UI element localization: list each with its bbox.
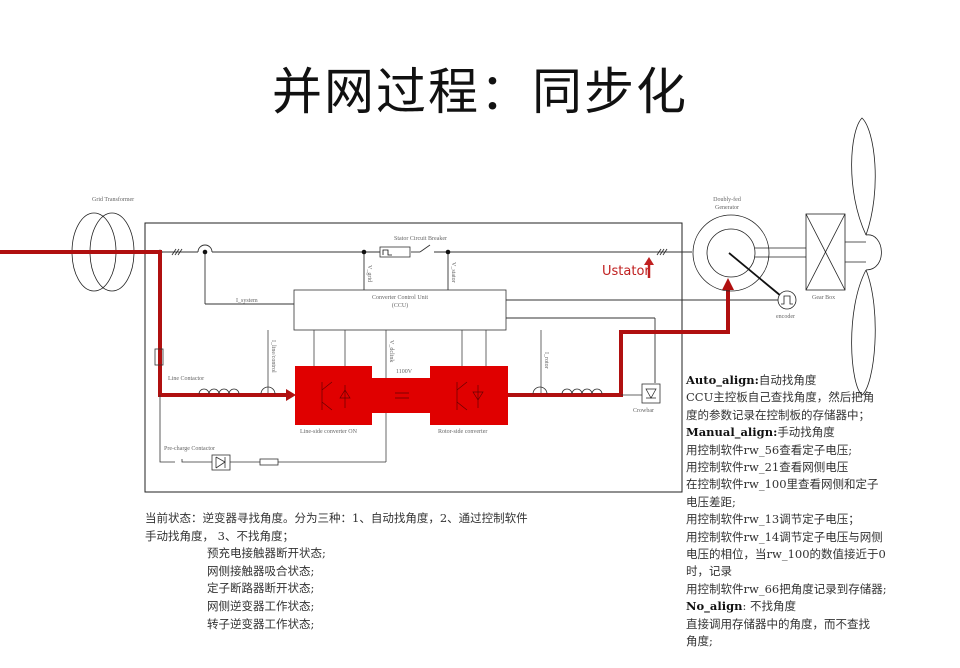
status-notes: 当前状态：逆变器寻找角度。分为三种：1、自动找角度，2、通过控制软件 手动找角度… xyxy=(145,510,528,633)
dc-link xyxy=(372,378,430,413)
line-side-converter-label: Line-side converter ON xyxy=(300,429,358,435)
v-dclink-label: V_dclink xyxy=(388,340,394,362)
manual-align-line: 电压的相位，当rw_100的数值接近于0 xyxy=(686,547,886,562)
status-item: 定子断路器断开状态; xyxy=(207,581,315,596)
igbt-icon xyxy=(321,381,484,411)
ccu-label-2: (CCU) xyxy=(392,302,408,309)
dc-capacitor-icon xyxy=(395,392,409,399)
manual-align-line: 电压差距; xyxy=(686,494,736,509)
line-reactor-icon xyxy=(154,348,603,395)
status-line-2: 手动找角度， 3、不找角度； xyxy=(145,528,294,543)
line-contactor-label: Line Contactor xyxy=(168,376,204,382)
converter-cabinet-frame xyxy=(144,222,683,493)
generator-label-1: Doubly-fed xyxy=(713,196,741,203)
manual-align-line: 在控制软件rw_100里查看网侧和定子 xyxy=(686,477,879,492)
dc-voltage-label: 1100V xyxy=(396,369,413,375)
ccu-label-1: Converter Control Unit xyxy=(372,295,428,301)
manual-align-line: 用控制软件rw_56查看定子电压; xyxy=(686,442,853,457)
align-notes: Auto_align:自动找角度 CCU主控板自己查找角度，然后把角 度的参数记… xyxy=(686,372,887,651)
turbine-blades-icon xyxy=(851,117,882,396)
rotor-shaft xyxy=(728,252,782,297)
encoder-icon xyxy=(777,290,797,310)
stator-bus-line xyxy=(160,244,779,383)
ustator-up-arrow-icon xyxy=(644,257,654,278)
generator-icon xyxy=(692,214,806,292)
precharge-circuit xyxy=(159,395,386,471)
stator-circuit-breaker-icon xyxy=(379,246,411,258)
no-align-desc: : 不找角度 xyxy=(742,599,797,614)
auto-align-line: CCU主控板自己查找角度，然后把角 xyxy=(686,390,875,405)
rotor-side-converter-label: Rotor-side converter xyxy=(438,429,487,435)
status-line-1: 当前状态：逆变器寻找角度。分为三种：1、自动找角度，2、通过控制软件 xyxy=(145,511,528,525)
flow-arrow-up-icon xyxy=(722,278,734,290)
power-flow-path xyxy=(0,250,730,397)
auto-align-title: Auto_align: xyxy=(686,373,759,387)
auto-align-desc: 自动找角度 xyxy=(758,373,817,387)
auto-align-line: 度的参数记录在控制板的存储器中； xyxy=(686,407,870,422)
v-grid-label: V_grid xyxy=(366,265,372,282)
ustator-label: Ustator xyxy=(602,264,650,279)
crowbar-label: Crowbar xyxy=(633,408,654,414)
manual-align-title: Manual_align: xyxy=(686,425,778,440)
status-item: 网侧逆变器工作状态; xyxy=(207,598,315,613)
manual-align-line: 用控制软件rw_66把角度记录到存储器; xyxy=(686,581,887,596)
manual-align-line: 用控制软件rw_21查看网侧电压 xyxy=(686,460,849,475)
stator-breaker-label: Stator Circuit Breaker xyxy=(394,236,447,242)
no-align-title: No_align xyxy=(686,599,743,614)
manual-align-line: 用控制软件rw_13调节定子电压； xyxy=(686,512,860,527)
status-item: 网侧接触器吸合状态; xyxy=(207,563,315,578)
no-align-line: 角度; xyxy=(686,634,713,649)
i-system-label: I_system xyxy=(236,298,258,304)
status-item: 转子逆变器工作状态; xyxy=(207,616,315,631)
i-rotor-label: I_rotor xyxy=(543,352,549,369)
rotor-side-converter xyxy=(430,366,508,425)
no-align-line: 直接调用存储器中的角度，而不查找 xyxy=(686,616,870,631)
gear-box-icon xyxy=(805,213,866,291)
i-line-label: I_line/control xyxy=(270,340,276,373)
manual-align-desc: 手动找角度 xyxy=(777,425,835,440)
ccu-box xyxy=(293,289,507,331)
generator-label-2: Generator xyxy=(715,205,739,211)
gear-box-label: Gear Box xyxy=(812,295,835,301)
precharge-label: Pre-charge Contactor xyxy=(164,446,215,452)
flow-arrow-icon xyxy=(286,389,296,401)
encoder-label: encoder xyxy=(776,314,795,320)
manual-align-line: 用控制软件rw_14调节定子电压与网侧 xyxy=(686,529,883,544)
line-side-converter xyxy=(295,366,372,425)
grid-transformer-label: Grid Transformer xyxy=(92,196,134,203)
slide-title: 并网过程：同步化 xyxy=(272,63,688,121)
manual-align-line: 时，记录 xyxy=(686,564,732,579)
status-item: 预充电接触器断开状态; xyxy=(207,546,326,561)
crowbar-icon xyxy=(641,383,661,404)
v-stator-label: V_stator xyxy=(450,262,456,283)
